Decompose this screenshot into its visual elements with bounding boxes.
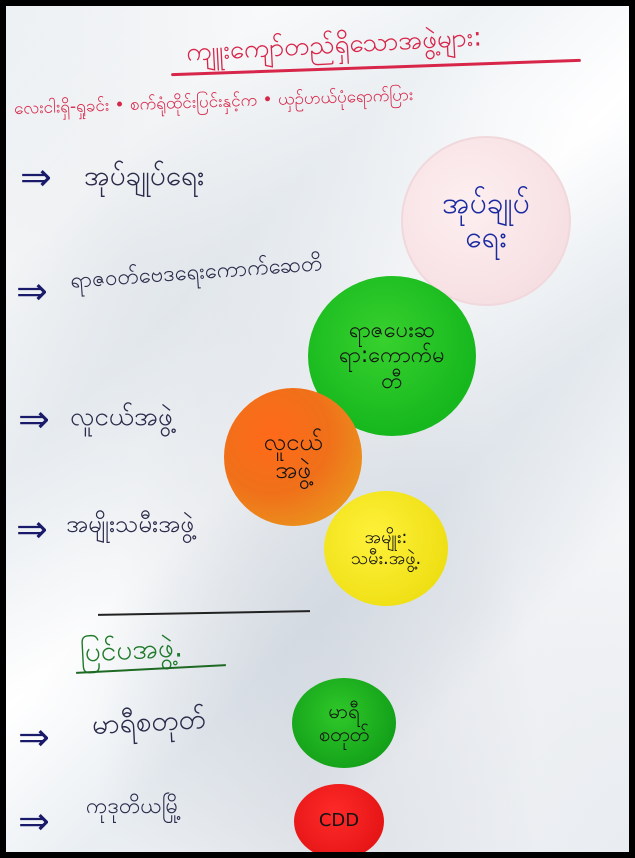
row-label-cdd: ကုဒုတိယမြို့ [86,794,182,819]
circle-text-cdd: CDD [318,810,360,832]
circle-text-youth: လူငယ် အဖွဲ့ [263,428,323,484]
arrow-icon: ⇒ [18,397,50,441]
poster-title: ကျူးကျော်တည်ရှိသောအဖွဲ့များ: [185,22,483,68]
row-label-youth: လူငယ်အဖွဲ့ [70,402,173,432]
poster-subtitle: လေးငါးရှိ-ရှုခင်း • စက်ရုံထိုင်းပြင်းနှင… [13,85,414,119]
circle-text-administration: အုပ်ချုပ် ရေး [442,185,530,255]
row-label-committee: ရာဇဝတ်ဗေဒရေးကောက်ဆေတိ [69,251,324,294]
circle-text-women: အမျိုး: သမီး.အဖွဲ့. [350,526,422,569]
arrow-icon: ⇒ [16,507,48,551]
circle-text-committee: ရာဇပေးဆ ရာ:ကောက်မ တီ [339,318,445,394]
arrow-icon: ⇒ [20,155,52,199]
circle-marie-stopes: မာရီ စတုတ် [292,678,396,768]
arrow-icon: ⇒ [18,715,50,759]
circle-youth: လူငယ် အဖွဲ့ [224,388,362,526]
row-label-administration: အုပ်ချုပ်ရေး [84,159,205,192]
section-divider [97,610,311,616]
circle-administration: အုပ်ချုပ် ရေး [401,136,571,306]
arrow-icon: ⇒ [16,269,48,313]
circle-women: အမျိုး: သမီး.အဖွဲ့. [324,491,448,606]
arrow-icon: ⇒ [18,799,50,843]
circle-text-marie-stopes: မာရီ စတုတ် [318,699,370,746]
section2-title: ပြင်ပအဖွဲ့. [79,630,184,669]
circle-cdd: CDD [294,784,384,852]
row-label-marie-stopes: မာရီစတုတ် [91,702,207,741]
row-label-women: အမျိုးသမီးအဖွဲ့ [66,510,194,538]
